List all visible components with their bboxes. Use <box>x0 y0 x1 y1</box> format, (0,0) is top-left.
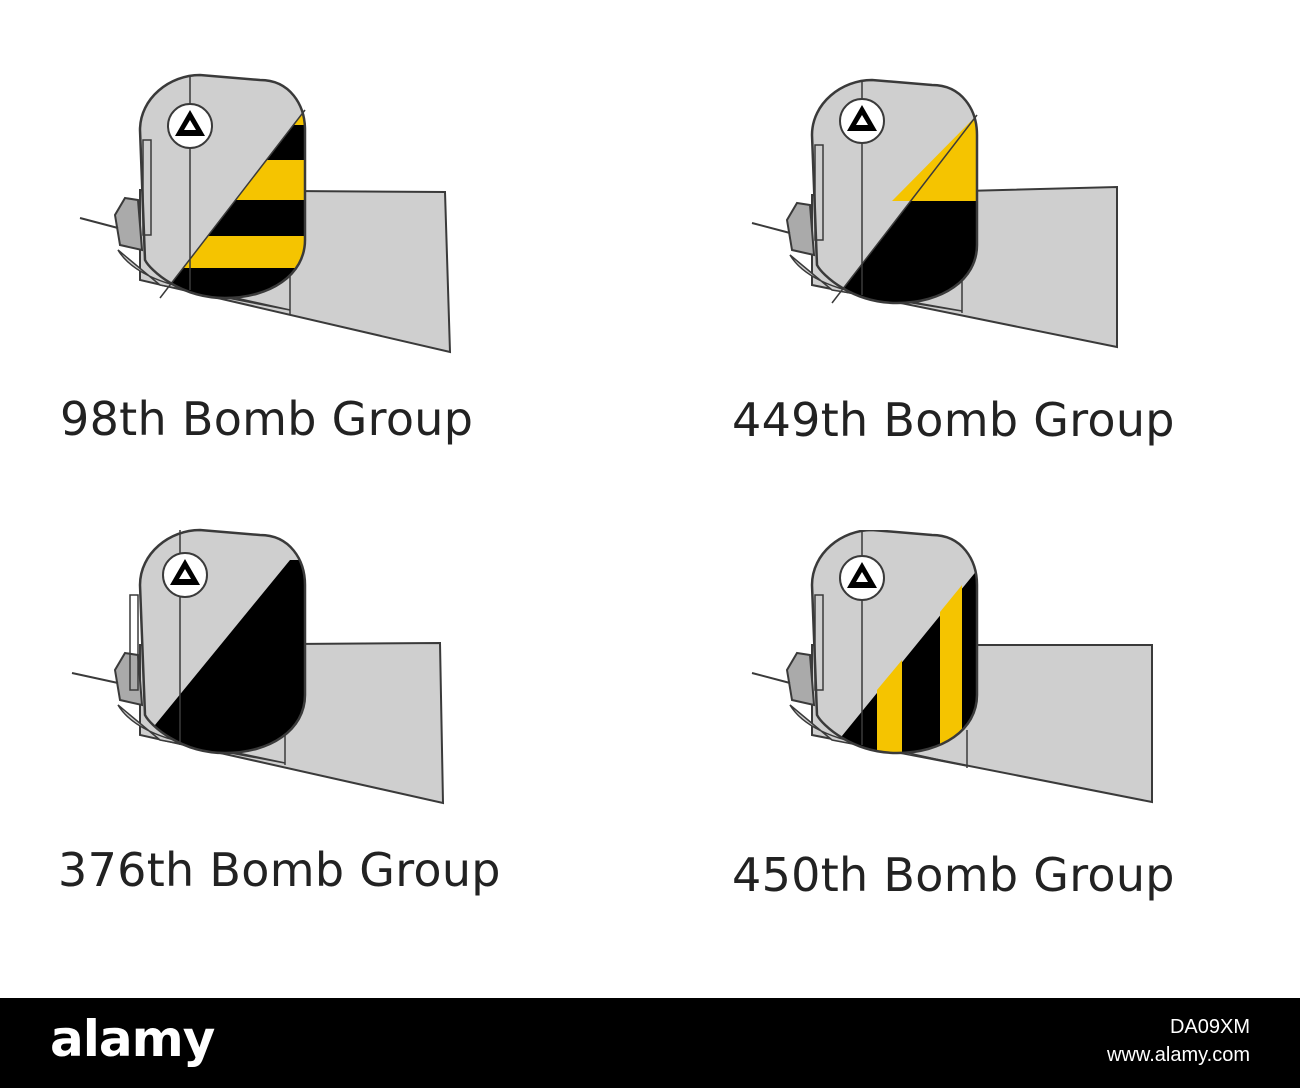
fin-marking-horizontal-stripes <box>140 75 305 298</box>
panel-450th-bomb-group: 450th Bomb Group <box>712 530 1232 970</box>
fin-marking-solid-black <box>140 560 305 753</box>
tail-illustration <box>751 530 1153 804</box>
panel-caption: 449th Bomb Group <box>732 393 1175 447</box>
tail-turret <box>785 201 816 257</box>
watermark-url: www.alamy.com <box>1107 1044 1250 1066</box>
panel-449th-bomb-group: 449th Bomb Group <box>712 75 1232 515</box>
tail-illustration <box>71 528 445 805</box>
image-code: DA09XM <box>1169 1016 1250 1038</box>
tail-turret <box>113 196 144 252</box>
panel-caption: 450th Bomb Group <box>732 848 1175 902</box>
tail-turret <box>785 651 816 707</box>
panel-caption: 376th Bomb Group <box>58 843 501 897</box>
panel-376th-bomb-group: 376th Bomb Group <box>40 525 560 965</box>
panel-98th-bomb-group: 98th Bomb Group <box>40 70 560 510</box>
tail-illustration <box>751 78 1118 349</box>
tail-turret <box>113 651 144 707</box>
tail-illustration <box>79 73 452 354</box>
panel-caption: 98th Bomb Group <box>60 392 474 446</box>
watermark-footer: alamy DA09XM www.alamy.com <box>0 998 1300 1088</box>
watermark-brand: alamy <box>50 1010 215 1068</box>
